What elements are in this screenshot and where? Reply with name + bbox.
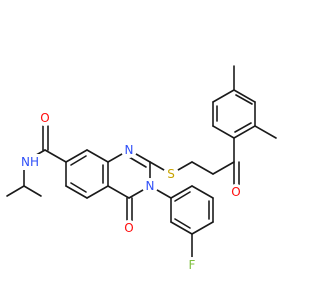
bond (235, 94, 253, 105)
molecule-structure: O NH N S N O O F (6, 65, 277, 273)
bond (233, 89, 256, 103)
bond (6, 185, 25, 197)
bond (174, 191, 191, 202)
bond (254, 125, 277, 139)
bond (234, 122, 252, 133)
bond (212, 125, 235, 139)
amide-nh-atom: NH (20, 154, 40, 170)
bond (174, 218, 191, 229)
bond (212, 161, 235, 175)
ring-oxygen-atom: O (121, 220, 137, 236)
bond (23, 185, 42, 197)
bond (65, 149, 88, 163)
bond (44, 149, 67, 163)
bond (128, 156, 147, 168)
ring-nitrogen-1-label: N (125, 143, 134, 157)
ring-nitrogen-3-atom: N (142, 178, 158, 194)
bond (191, 221, 214, 235)
fluorine-label: F (189, 258, 196, 272)
fluorine-atom: F (184, 257, 200, 273)
bond (65, 185, 88, 199)
bond (191, 161, 214, 175)
bond (170, 185, 193, 199)
bond-layer (6, 65, 277, 259)
bond (70, 155, 87, 166)
bond (191, 185, 214, 199)
sulfur-label: S (167, 167, 175, 181)
amide-oxygen-atom: O (37, 110, 53, 126)
molecule-canvas: O NH N S N O O F (6, 65, 277, 273)
bond (212, 89, 235, 103)
sulfur-atom: S (163, 166, 179, 182)
bond (70, 182, 87, 193)
bond (233, 125, 256, 139)
ketone-oxygen-atom: O (228, 184, 244, 200)
atom-label-layer: O NH N S N O O F (20, 110, 244, 273)
bond (170, 221, 193, 235)
amide-nh-label: NH (21, 155, 39, 169)
ketone-oxygen-label: O (231, 185, 240, 199)
ring-nitrogen-3-label: N (146, 179, 155, 193)
bond (86, 185, 109, 199)
ring-oxygen-label: O (124, 221, 133, 235)
bond (107, 185, 130, 199)
bond (86, 149, 109, 163)
ring-nitrogen-1-atom: N (121, 142, 137, 158)
amide-oxygen-label: O (40, 111, 49, 125)
